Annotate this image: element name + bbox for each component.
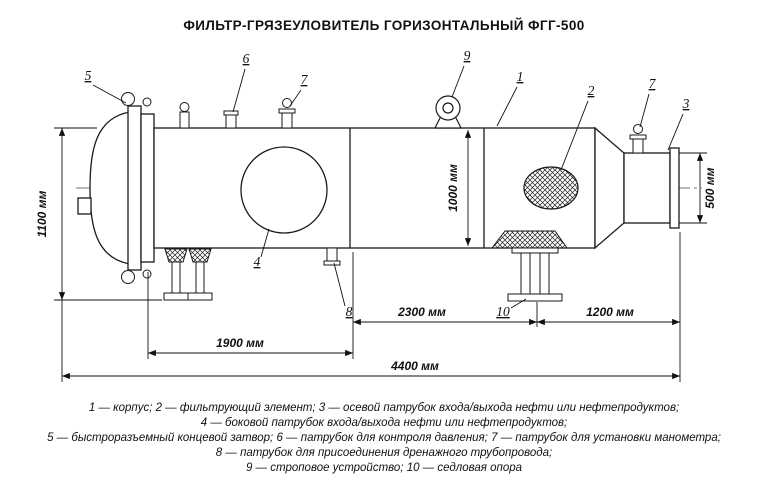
dim-1100-label: 1100 мм — [35, 190, 49, 237]
manometer-nozzle-left — [278, 98, 296, 129]
dished-head — [89, 111, 131, 265]
filter-element — [523, 166, 579, 210]
pressure-control-nozzle — [223, 110, 239, 129]
callout-7-left: 7 — [301, 72, 309, 87]
legend-line-2: 4 — боковой патрубок входа/выхода нефти … — [200, 417, 568, 429]
dimension-1900: 1900 мм — [147, 252, 354, 359]
callout-1: 1 — [517, 69, 524, 84]
manometer-icon — [633, 124, 643, 134]
dim-1200-label: 1200 мм — [586, 305, 634, 319]
side-nozzle — [240, 146, 328, 234]
dimension-1000: 1000 мм — [446, 130, 472, 246]
dim-4400-label: 4400 мм — [390, 359, 439, 373]
closure-flange-inner — [140, 113, 155, 263]
vessel-drawing: 1000 мм 500 мм 1100 мм 1900 мм 2300 мм — [35, 48, 717, 382]
legend-line-3: 5 — быстроразъемный концевой затвор; 6 —… — [47, 432, 721, 444]
callout-4: 4 — [254, 254, 261, 269]
drawing-title: ФИЛЬТР-ГРЯЗЕУЛОВИТЕЛЬ ГОРИЗОНТАЛЬНЫЙ ФГГ… — [183, 18, 585, 33]
dimension-1100: 1100 мм — [35, 127, 162, 301]
axial-nozzle — [623, 152, 671, 224]
saddle-support — [507, 247, 563, 302]
dimension-1200: 1200 мм — [537, 305, 680, 326]
closure-flange-outer — [127, 105, 142, 271]
dim-2300-label: 2300 мм — [397, 305, 446, 319]
filter-seat — [490, 230, 568, 249]
shell — [153, 127, 596, 249]
axial-nozzle-flange — [669, 147, 680, 229]
legend-line-4: 8 — патрубок для присоединения дренажног… — [215, 447, 553, 459]
legend-line-5: 9 — строповое устройство; 10 — седловая … — [245, 462, 523, 474]
callout-10: 10 — [496, 304, 510, 319]
parts-legend: 1 — корпус; 2 — фильтрующий элемент; 3 —… — [0, 401, 768, 476]
manometer-nozzle-right — [629, 124, 647, 154]
head-drain-stub — [77, 197, 92, 215]
dim-1900-label: 1900 мм — [216, 336, 264, 350]
manometer-icon — [282, 98, 292, 108]
drain-nozzle — [323, 247, 341, 266]
dim-500-label: 500 мм — [703, 167, 717, 208]
callout-2: 2 — [588, 83, 595, 98]
callout-9: 9 — [464, 48, 471, 63]
callout-7-right: 7 — [649, 76, 657, 91]
left-support-legs — [163, 248, 213, 301]
callout-5: 5 — [85, 68, 92, 83]
callout-8: 8 — [346, 304, 353, 319]
vessel-body — [77, 105, 680, 271]
lifting-lug — [434, 95, 462, 129]
callout-leaders — [92, 65, 684, 309]
dim-1000-label: 1000 мм — [446, 164, 460, 212]
callout-3: 3 — [682, 96, 690, 111]
dimension-500: 500 мм — [679, 152, 717, 224]
dimension-4400: 4400 мм — [61, 232, 681, 382]
legend-line-1: 1 — корпус; 2 — фильтрующий элемент; 3 —… — [88, 402, 680, 414]
callout-6: 6 — [243, 51, 250, 66]
cone-section — [594, 126, 625, 250]
